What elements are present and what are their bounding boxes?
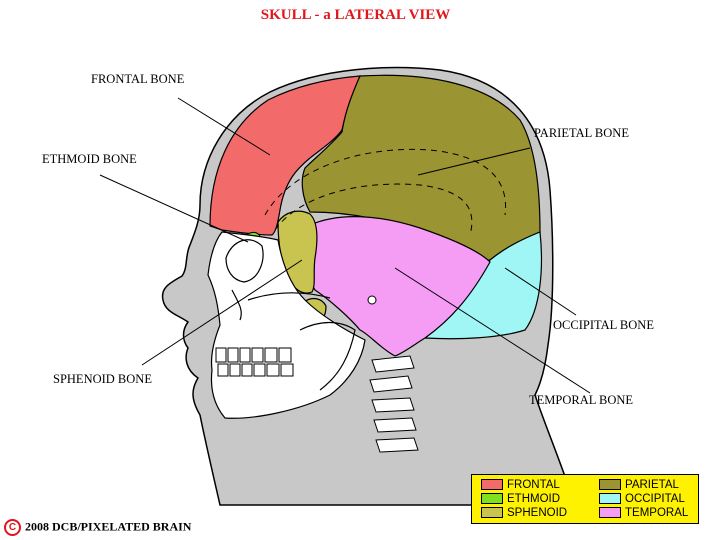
legend-item-parietal: PARIETAL [599, 479, 679, 491]
legend-swatch-ethmoid [481, 493, 503, 505]
orbit-outline [225, 239, 264, 283]
temporal-line-outer [264, 148, 507, 216]
leader-ethmoid [99, 174, 249, 243]
occipital-bone [423, 231, 543, 340]
diagram-title: SKULL - a LATERAL VIEW [260, 7, 451, 23]
mandible-ramus [299, 321, 356, 391]
legend-swatch-frontal [481, 479, 503, 491]
mastoid-hole [367, 295, 377, 305]
leader-temporal [394, 267, 591, 394]
temporal-line-inner [274, 183, 473, 236]
legend-swatch-sphenoid [481, 507, 503, 519]
lower-teeth [217, 363, 294, 377]
leader-frontal [177, 97, 271, 156]
temporal-bone [306, 216, 491, 357]
legend-label-temporal: TEMPORAL [625, 507, 689, 519]
legend-label-ethmoid: ETHMOID [507, 493, 561, 505]
label-sphenoid-bone: SPHENOID BONE [53, 372, 152, 386]
legend-label-parietal: PARIETAL [625, 479, 679, 491]
upper-teeth [215, 347, 292, 363]
zygomatic-arch [247, 292, 331, 301]
copyright-icon: C [4, 519, 21, 536]
nasal-outline [231, 289, 242, 321]
label-frontal-bone: FRONTAL BONE [91, 72, 185, 86]
label-ethmoid-bone: ETHMOID BONE [42, 152, 137, 166]
legend-swatch-temporal [599, 507, 621, 519]
label-occipital-bone: OCCIPITAL BONE [553, 318, 654, 332]
legend-item-occipital: OCCIPITAL [599, 493, 685, 505]
legend-item-ethmoid: ETHMOID [481, 493, 560, 505]
leader-sphenoid [141, 259, 303, 366]
label-parietal-bone: PARIETAL BONE [534, 126, 629, 140]
label-temporal-bone: TEMPORAL BONE [529, 393, 634, 407]
cervical-vertebrae [369, 355, 419, 453]
legend-label-occipital: OCCIPITAL [625, 493, 685, 505]
copyright-text: 2008 DCB/PIXELATED BRAIN [25, 519, 192, 534]
legend-swatch-occipital [599, 493, 621, 505]
leader-occipital [504, 267, 577, 316]
legend-item-sphenoid: SPHENOID [481, 507, 567, 519]
legend-label-frontal: FRONTAL [507, 479, 560, 491]
copyright-notice: C 2008 DCB/PIXELATED BRAIN [4, 519, 191, 536]
frontal-bone [209, 75, 361, 236]
legend-label-sphenoid: SPHENOID [507, 507, 568, 519]
legend-item-temporal: TEMPORAL [599, 507, 688, 519]
legend-item-frontal: FRONTAL [481, 479, 560, 491]
leader-parietal [417, 147, 531, 176]
color-legend: FRONTAL PARIETAL ETHMOID OCCIPITAL SPHEN… [471, 474, 699, 524]
legend-swatch-parietal [599, 479, 621, 491]
